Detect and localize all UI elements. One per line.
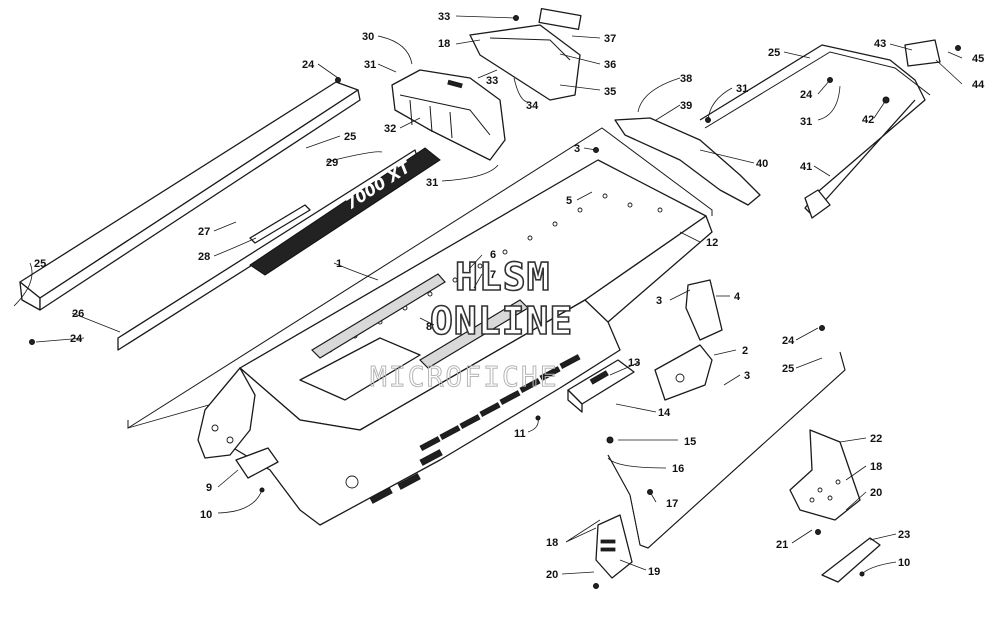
callout-23: 23 [898,529,910,541]
callout-4: 4 [734,291,741,303]
callout-33: 33 [438,11,450,23]
callout-25: 25 [34,258,46,270]
tunnel-side-slots [369,354,581,504]
callout-16: 16 [672,463,684,475]
callout-27: 27 [198,226,210,238]
callout-11: 11 [514,428,526,440]
callout-5: 5 [566,195,572,207]
callouts: 33 37 18 36 33 35 34 30 31 32 31 24 25 2… [34,11,985,581]
callout-3: 3 [574,143,580,155]
callout-31: 31 [426,177,438,189]
callout-26: 26 [72,308,84,320]
callout-42: 42 [862,114,874,126]
callout-28: 28 [198,251,210,263]
callout-24: 24 [302,59,315,71]
callout-2: 2 [742,345,748,357]
shield [567,359,635,413]
snowflap-bracket [614,117,761,206]
tank-cover [391,69,506,161]
callout-18: 18 [438,38,450,50]
callout-1: 1 [336,258,342,270]
callout-6: 6 [490,249,496,261]
callout-24: 24 [800,89,813,101]
callout-18: 18 [870,461,882,473]
callout-38: 38 [680,73,692,85]
callout-10: 10 [898,557,910,569]
callout-33: 33 [486,75,498,87]
watermark-line3: MICROFICHE [370,360,559,393]
chassis-tunnel [197,159,713,526]
hardware-bolts [29,15,961,589]
watermark-line2: ONLINE [430,299,573,343]
running-board-left [19,81,419,351]
mount-brackets [654,279,723,401]
callout-20: 20 [870,487,882,499]
callout-10: 10 [200,509,212,521]
callout-45: 45 [972,53,984,65]
leader-lines [13,15,963,575]
rear-bumper [699,39,941,219]
callout-20: 20 [546,569,558,581]
callout-17: 17 [666,498,678,510]
callout-35: 35 [604,86,616,98]
callout-19: 19 [648,566,660,578]
watermark: HLSM ONLINE MICROFICHE [370,254,574,393]
callout-15: 15 [684,436,696,448]
callout-3: 3 [744,370,750,382]
callout-39: 39 [680,100,692,112]
footrest [789,429,881,583]
callout-14: 14 [658,407,671,419]
callout-32: 32 [384,123,396,135]
callout-7: 7 [490,269,496,281]
callout-29: 29 [326,157,338,169]
callout-40: 40 [756,158,768,170]
callout-18: 18 [546,537,558,549]
callout-21: 21 [776,539,788,551]
decal-text: 7000 XT [342,157,415,213]
callout-34: 34 [526,100,539,112]
callout-31: 31 [364,59,376,71]
callout-36: 36 [604,59,616,71]
rear-rack [469,7,582,101]
callout-31: 31 [736,83,748,95]
callout-25: 25 [782,363,794,375]
callout-25: 25 [768,47,780,59]
callout-24: 24 [70,333,83,345]
callout-43: 43 [874,38,886,50]
front-foot [235,447,279,479]
callout-9: 9 [206,482,212,494]
callout-22: 22 [870,433,882,445]
decal-7000xt: 7000 XT [249,147,441,276]
rail-bracket [249,204,311,244]
grip-strip [311,273,446,359]
callout-44: 44 [972,79,985,91]
callout-24: 24 [782,335,795,347]
callout-41: 41 [800,161,812,173]
callout-25: 25 [344,131,356,143]
skid-guard [595,514,633,579]
callout-37: 37 [604,33,616,45]
callout-13: 13 [628,357,640,369]
grip-strip-2 [419,299,529,369]
callout-30: 30 [362,31,374,43]
callout-8: 8 [426,321,432,333]
strut-assembly [607,351,846,549]
callout-12: 12 [706,237,718,249]
callout-31: 31 [800,116,812,128]
callout-3: 3 [656,295,662,307]
watermark-line1: HLSM [455,255,551,299]
